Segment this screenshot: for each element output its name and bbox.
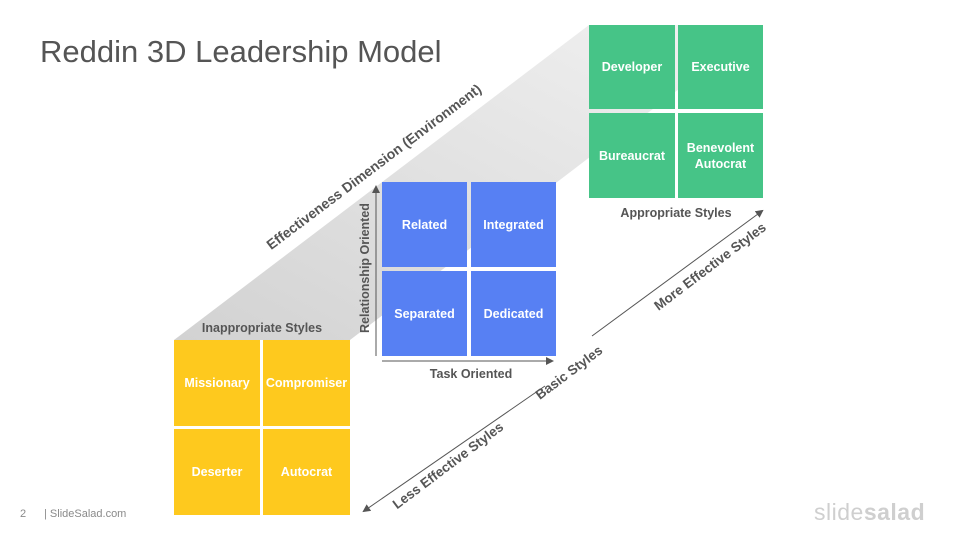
slidesalad-logo: slidesalad <box>814 499 925 526</box>
cell-missionary: Missionary <box>174 340 260 426</box>
logo-light-text: slide <box>814 499 864 525</box>
more-effective-arrow <box>591 209 764 337</box>
cell-autocrat: Autocrat <box>263 429 350 515</box>
cell-deserter: Deserter <box>174 429 260 515</box>
footer-brand: | SlideSalad.com <box>44 508 127 520</box>
appropriate-styles-label: Appropriate Styles <box>620 206 732 220</box>
task-oriented-label: Task Oriented <box>429 367 513 381</box>
cell-integrated: Integrated <box>471 182 556 267</box>
page-title: Reddin 3D Leadership Model <box>40 34 442 69</box>
relationship-oriented-label: Relationship Oriented <box>358 203 372 333</box>
cell-related: Related <box>382 182 467 267</box>
cell-separated: Separated <box>382 271 467 356</box>
inappropriate-styles-label: Inappropriate Styles <box>201 321 323 335</box>
cell-bureaucrat: Bureaucrat <box>589 113 675 198</box>
cell-dedicated: Dedicated <box>471 271 556 356</box>
cell-benevolent-autocrat: Benevolent Autocrat <box>678 113 763 198</box>
page-number: 2 <box>20 508 27 520</box>
cell-compromiser: Compromiser <box>263 340 350 426</box>
cell-executive: Executive <box>678 25 763 109</box>
less-effective-arrow <box>362 385 546 513</box>
logo-bold-text: salad <box>863 499 926 525</box>
cell-developer: Developer <box>589 25 675 109</box>
